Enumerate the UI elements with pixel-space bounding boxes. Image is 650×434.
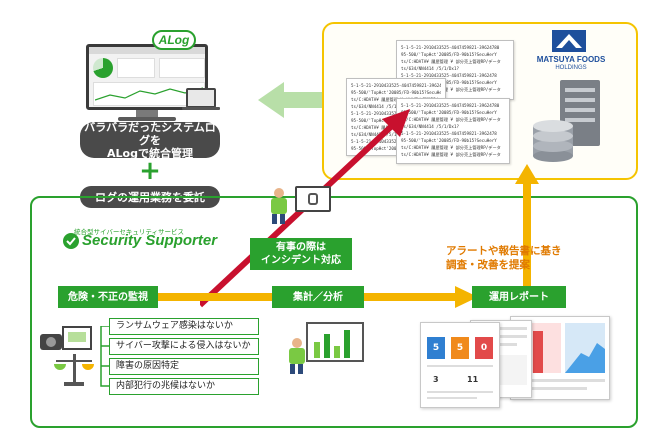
log-line: 5-1-5-21-2910433525-4047459821-3962478 (401, 73, 497, 78)
service-frame (30, 196, 638, 428)
padlock-monitor-icon (295, 186, 331, 212)
risk-bracket (100, 326, 109, 387)
log-line: ts/634/NN4414 /5/1/Dx1? (401, 124, 459, 129)
log-line: 95-500/'TopHct'20085/FD-90b15?SecuHerY (351, 90, 441, 95)
stat-number: 11 (467, 375, 479, 384)
monitor-label: 危険・不正の監視 (68, 291, 148, 303)
report-summary-sheet: 5 5 0 3 11 (420, 322, 500, 408)
monitor-box: 危険・不正の監視 (58, 286, 158, 308)
alog-caption-line2: ALogで統合管理 (107, 146, 193, 160)
integration-arrow (258, 82, 338, 118)
stat-tile: 5 (427, 337, 445, 359)
risk-item: 内部犯行の兆候はないか (109, 378, 259, 395)
log-line: 95-500/'TopHct'20085/FD-90b15?SecuHerY (401, 110, 497, 115)
surveillance-camera-icon (40, 334, 62, 350)
alert-text: アラートや報告書に基き 調査・改善を提案 (446, 244, 626, 272)
log-line: ts/C:HDATA¥ 履歴管理 ¥ 部分売上管理RP/データ (401, 145, 501, 150)
alog-caption: バラバラだったシステムログを ALogで統合管理 (80, 120, 220, 160)
log-line: 95-500/'TopHct'20085/FD-90b15?SecuHerY (401, 80, 497, 85)
log-line: 5-1-5-21-2910433525-4047459821-39624780 (401, 103, 500, 108)
log-line: ts/634/NN4414 /5/1/Dx1? (351, 104, 409, 109)
scale-icon (54, 354, 94, 388)
analysis-board-icon (306, 322, 364, 362)
log-line: 5-1-5-21-2910433525-4047459821-3962478 (401, 131, 497, 136)
alert-line2: 調査・改善を提案 (446, 259, 530, 271)
monitor-screen-icon (62, 326, 92, 350)
stat-number: 3 (433, 375, 439, 384)
responder-person-icon (268, 188, 290, 224)
company-sub: HOLDINGS (555, 65, 587, 71)
plus-sign: + (139, 156, 161, 186)
company-name: MATSUYA FOODS (536, 55, 606, 64)
alog-monitor (86, 44, 208, 110)
log-line: 95-500/'TopHct'20085/FD-90b15?SecuHerY (401, 52, 497, 57)
flow-arrow (60, 286, 478, 308)
stat-tile: 5 (451, 337, 469, 359)
alog-badge: ALog (152, 30, 196, 50)
incident-box: 有事の際は インシデント対応 (250, 238, 352, 270)
proposal-arrow (515, 164, 539, 288)
incident-line1: 有事の際は (276, 242, 326, 253)
alog-caption-line1: バラバラだったシステムログを (84, 120, 216, 147)
security-supporter-logo-icon (63, 233, 79, 249)
stat-tile: 0 (475, 337, 493, 359)
analyst-person-icon (286, 338, 308, 374)
log-line: ts/C:HDATA¥ 履歴管理 ¥ 部分売上管理RP/データ (401, 152, 501, 157)
alert-line1: アラートや報告書に基き (446, 245, 562, 257)
service-logo-text: Security Supporter (82, 232, 218, 249)
report-box: 運用レポート (472, 286, 566, 308)
log-line: ts/C:HDATA¥ 履歴管理 ¥ 部分売上管理RP/データ (401, 117, 501, 122)
aggregate-box: 集計／分析 (272, 286, 364, 308)
company-logo-icon (552, 30, 586, 52)
risk-item: ランサムウェア感染はないか (109, 318, 259, 335)
log-line: 5-1-5-21-2910433525-4047459821-39624780 (351, 83, 441, 88)
log-sheet-back: 5-1-5-21-2910433525-4047459821-39624780 … (396, 40, 514, 100)
log-line: 5-1-5-21-2910433525-4047459821-39624780 (401, 45, 500, 50)
log-line: ts/C:HDATA¥ 履歴管理 ¥ 部分売上管理RP/データ (401, 87, 501, 92)
log-line: ts/C:HDATA¥ 履歴管理 ¥ 部分売上管理RP/データ (401, 59, 501, 64)
database-icon (533, 120, 573, 162)
incident-line2: インシデント対応 (261, 255, 341, 266)
log-line: ts/634/NN4414 /5/1/Dx1? (401, 66, 459, 71)
aggregate-label: 集計／分析 (293, 291, 343, 303)
service-tagline: 統合型サイバーセキュリティサービス (74, 228, 184, 236)
incident-arrow (200, 109, 410, 308)
report-label: 運用レポート (489, 291, 549, 303)
risk-item: サイバー攻撃による侵入はないか (109, 338, 259, 355)
log-sheet-front: 5-1-5-21-2910433525-4047459821-39624780 … (396, 98, 510, 164)
log-line: 95-500/'TopHct'20085/FD-90b15?SecuHerY (401, 138, 497, 143)
risk-item: 障害の原因特定 (109, 358, 259, 375)
